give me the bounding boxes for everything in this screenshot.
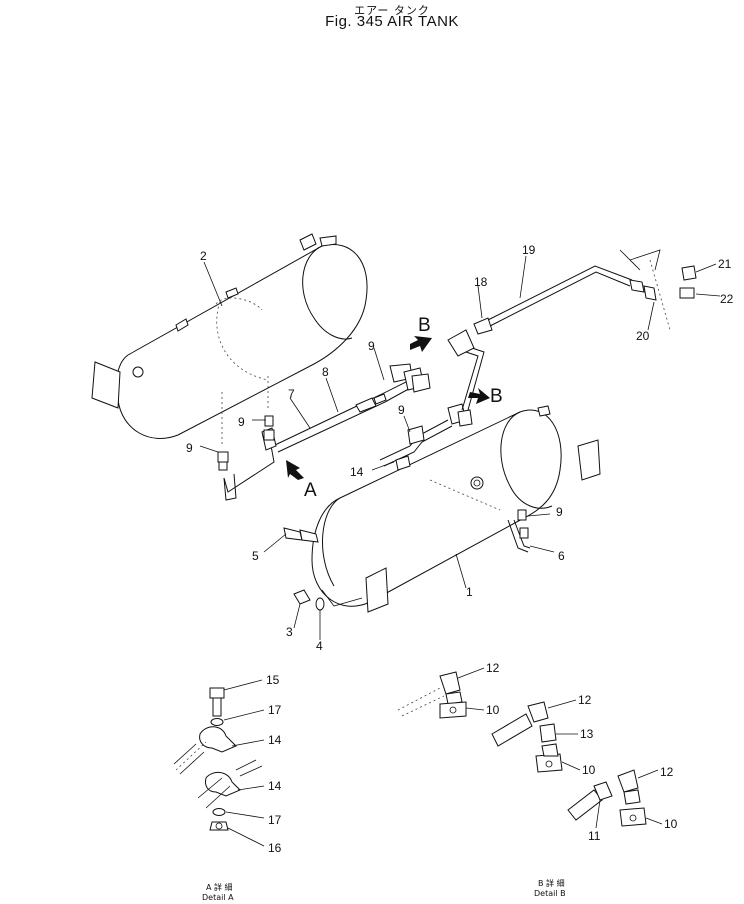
label-part-10: 10 [664,817,678,831]
label-part-21: 21 [718,257,732,271]
label-part-16: 16 [268,841,282,855]
label-part-14: 14 [268,733,282,747]
label-part-12: 12 [578,693,592,707]
figure-title: Fig. 345 AIR TANK [325,13,459,30]
detail-b [397,667,663,829]
label-part-9: 9 [556,505,563,519]
label-part-17: 17 [268,813,282,827]
label-part-10: 10 [582,763,596,777]
label-part-22: 22 [720,292,734,306]
leader-lines [199,255,721,640]
detail-a-caption-jp: A 詳 細 [206,882,233,892]
label-part-19: 19 [522,243,536,257]
label-part-10: 10 [486,703,500,717]
view-arrows [286,336,490,480]
label-part-20: 20 [636,329,650,343]
upper-air-tank [91,233,368,445]
label-part-3: 3 [286,625,293,639]
label-part-12: 12 [486,661,500,675]
label-part-9: 9 [186,441,193,455]
label-part-14: 14 [268,779,282,793]
lower-air-tank [311,405,601,613]
view-label-b: B [418,315,431,336]
label-part-15: 15 [266,673,280,687]
label-part-11: 11 [588,829,601,843]
view-label-a: A [304,480,317,501]
label-part-8: 8 [322,365,329,379]
label-part-1: 1 [466,585,473,599]
label-part-13: 13 [580,727,594,741]
label-part-7: 7 [288,387,295,401]
label-part-9: 9 [398,403,405,417]
label-part-14: 14 [350,465,364,479]
detail-b-caption: Detail B [534,889,566,898]
label-part-6: 6 [558,549,565,563]
label-part-5: 5 [252,549,259,563]
label-part-12: 12 [660,765,674,779]
label-part-4: 4 [316,639,323,653]
part-number-labels: 2 1 3 4 5 6 7 8 9 9 9 9 9 14 18 19 20 21… [186,243,734,902]
label-part-18: 18 [474,275,488,289]
title-japanese: エアー タンク [354,4,430,17]
detail-b-caption-jp: B 詳 細 [538,878,565,888]
label-part-9: 9 [238,415,245,429]
label-part-2: 2 [200,249,207,263]
label-part-9: 9 [368,339,375,353]
detail-a [173,679,265,847]
detail-a-caption: Detail A [202,893,234,902]
piping [217,249,697,611]
view-label-b: B [490,386,503,407]
label-part-17: 17 [268,703,282,717]
